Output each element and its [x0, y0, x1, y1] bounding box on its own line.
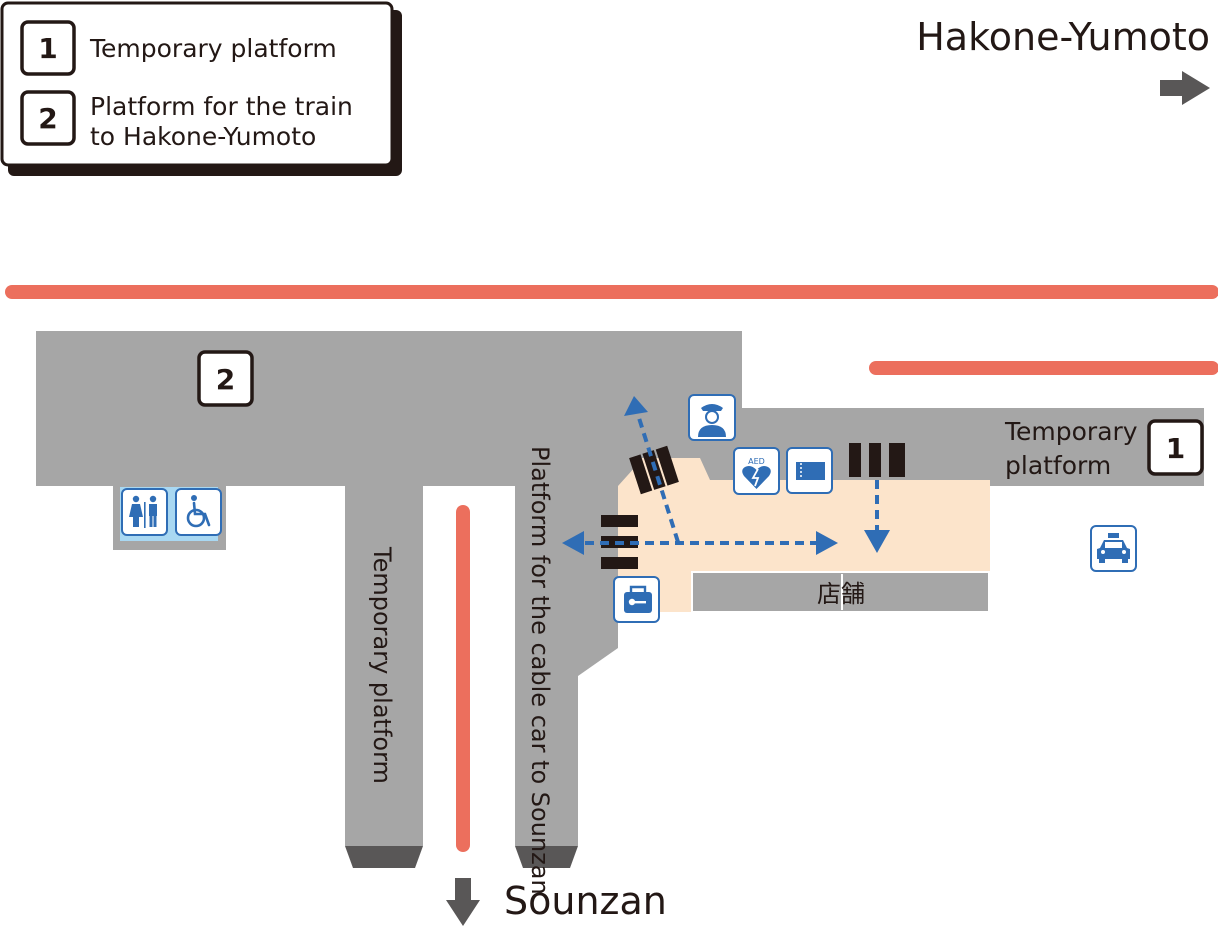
route-arrows — [585, 417, 879, 545]
legend-item-1-label: Temporary platform — [89, 34, 337, 63]
legend-item-1-num: 1 — [38, 32, 57, 65]
legend-item-2-label-line2: to Hakone-Yumoto — [90, 122, 316, 151]
cable-car-platform — [515, 486, 618, 846]
aed-text: AED — [748, 457, 765, 466]
platform-2 — [36, 331, 742, 486]
arrow-right-icon — [1160, 71, 1210, 105]
station-staff-icon — [688, 394, 736, 441]
arrow-down-sounzan-icon — [446, 878, 480, 926]
direction-sounzan: Sounzan — [504, 879, 667, 923]
gate-left — [601, 515, 638, 569]
temporary-platform-vertical — [345, 486, 423, 846]
shop — [691, 571, 990, 613]
legend-item-2: 2 Platform for the train to Hakone-Yumot… — [20, 90, 353, 151]
temporary-platform-label-line2: platform — [1005, 451, 1111, 480]
ticket-icon — [786, 447, 833, 494]
legend-item-2-num: 2 — [38, 102, 57, 135]
locker-icon — [613, 576, 660, 623]
platform-1-badge: 1 — [1147, 419, 1204, 476]
direction-hakone-yumoto: Hakone-Yumoto — [916, 15, 1210, 59]
platform-2-num: 2 — [216, 363, 235, 396]
arrow-down-icon — [864, 530, 890, 553]
platforms — [36, 331, 1204, 868]
cable-car-platform-label: Platform for the cable car to Sounzan — [526, 446, 554, 895]
temporary-platform-label-line1: Temporary — [1004, 417, 1138, 446]
legend: 1 Temporary platform 2 Platform for the … — [0, 1, 402, 176]
arrow-right-blue-icon — [816, 531, 838, 555]
accessible-toilet-icon — [175, 488, 222, 536]
arrow-up-icon — [624, 396, 648, 416]
arrow-left-icon — [562, 531, 584, 555]
aed-icon: AED — [733, 447, 780, 495]
shop-label: 店舗 — [817, 580, 865, 608]
taxi-icon — [1090, 525, 1137, 572]
platform-1-num: 1 — [1166, 432, 1185, 465]
gate-right — [849, 443, 905, 477]
platform-2-badge: 2 — [197, 350, 254, 407]
temporary-platform-vertical-label: Temporary platform — [368, 546, 396, 784]
toilet-icon — [121, 488, 168, 536]
legend-item-2-label-line1: Platform for the train — [90, 92, 353, 121]
legend-item-1: 1 Temporary platform — [20, 20, 337, 76]
